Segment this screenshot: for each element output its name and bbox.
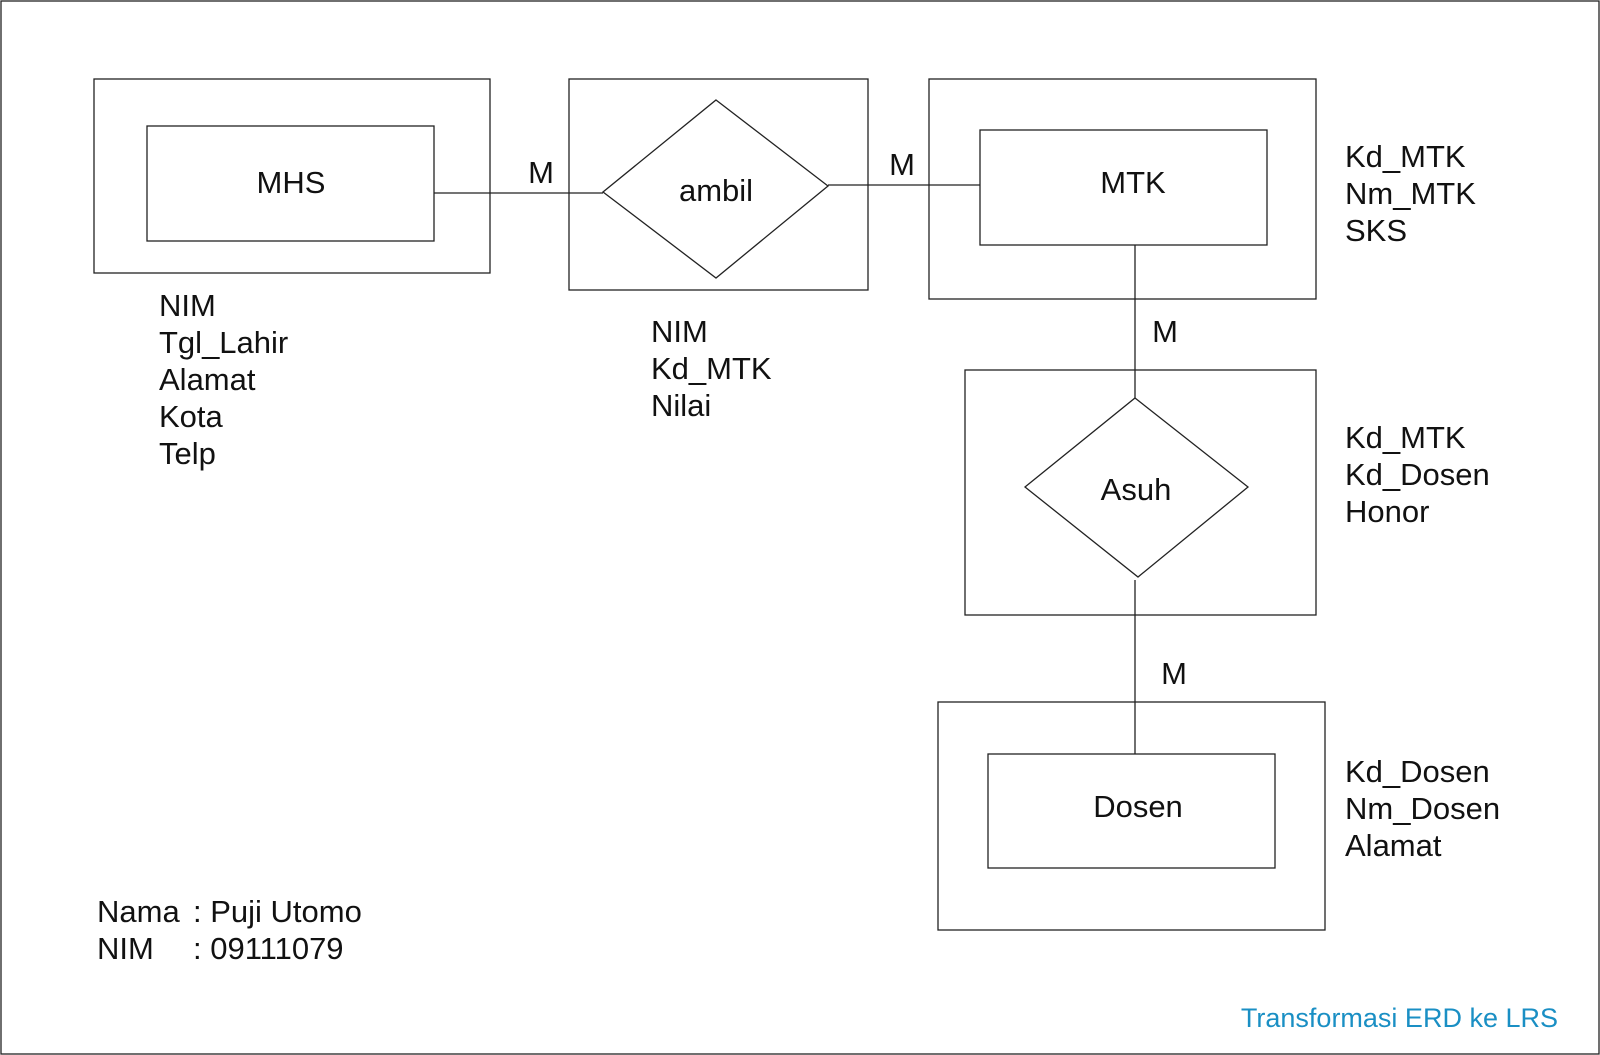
mhs-attribute: Alamat: [159, 362, 256, 397]
author-name-row: Nama : Puji Utomo: [97, 893, 362, 930]
author-name-key: Nama: [97, 894, 180, 929]
ambil-attribute: Nilai: [651, 388, 712, 423]
mhs-entity-label: MHS: [257, 165, 326, 200]
mhs-attribute: Kota: [159, 399, 223, 434]
dosen-attribute: Alamat: [1345, 828, 1442, 863]
dosen-attribute: Nm_Dosen: [1345, 791, 1501, 826]
mhs-entity-box: [146, 125, 435, 242]
author-nim-key: NIM: [97, 931, 154, 966]
asuh-attribute: Kd_MTK: [1345, 420, 1466, 455]
mtk-attribute-list: Kd_MTK Nm_MTK SKS: [1345, 138, 1476, 249]
cardinality-mhs-ambil: M: [528, 155, 554, 190]
asuh-attribute: Kd_Dosen: [1345, 457, 1490, 492]
mtk-attribute: SKS: [1345, 213, 1408, 248]
footer-title: Transformasi ERD ke LRS: [1240, 1003, 1558, 1033]
asuh-attribute: Honor: [1345, 494, 1430, 529]
mtk-attribute: Kd_MTK: [1345, 139, 1466, 174]
cardinality-ambil-mtk: M: [889, 147, 915, 182]
mhs-outer-box: [93, 78, 491, 274]
ambil-attribute-list: NIM Kd_MTK Nilai: [651, 313, 772, 424]
ambil-attribute: NIM: [651, 314, 708, 349]
mtk-outer-box: [928, 78, 1317, 300]
mtk-entity-box: [979, 129, 1268, 246]
dosen-outer-box: [937, 701, 1326, 931]
asuh-diamond: [1023, 397, 1250, 578]
ambil-attribute: Kd_MTK: [651, 351, 772, 386]
dosen-entity-label: Dosen: [1093, 789, 1183, 824]
author-name-value: : Puji Utomo: [193, 894, 362, 929]
asuh-relationship-label: Asuh: [1101, 472, 1172, 507]
dosen-entity-box: [987, 753, 1276, 869]
mhs-attribute: Telp: [159, 436, 216, 471]
mhs-attribute: Tgl_Lahir: [159, 325, 289, 360]
mtk-attribute: Nm_MTK: [1345, 176, 1476, 211]
ambil-diamond: [601, 99, 830, 279]
mtk-entity-label: MTK: [1100, 165, 1166, 200]
asuh-attribute-list: Kd_MTK Kd_Dosen Honor: [1345, 419, 1490, 530]
dosen-attribute-list: Kd_Dosen Nm_Dosen Alamat: [1345, 753, 1500, 864]
mhs-attribute-list: NIM Tgl_Lahir Alamat Kota Telp: [159, 287, 288, 472]
cardinality-asuh-dosen: M: [1161, 656, 1187, 691]
dosen-attribute: Kd_Dosen: [1345, 754, 1490, 789]
ambil-relationship-label: ambil: [679, 173, 753, 208]
mhs-attribute: NIM: [159, 288, 216, 323]
asuh-outer-box: [964, 369, 1317, 616]
cardinality-mtk-asuh: M: [1152, 314, 1178, 349]
author-nim-row: NIM : 09111079: [97, 930, 362, 967]
author-nim-value: : 09111079: [193, 931, 344, 966]
author-info: Nama : Puji Utomo NIM : 09111079: [97, 893, 362, 967]
